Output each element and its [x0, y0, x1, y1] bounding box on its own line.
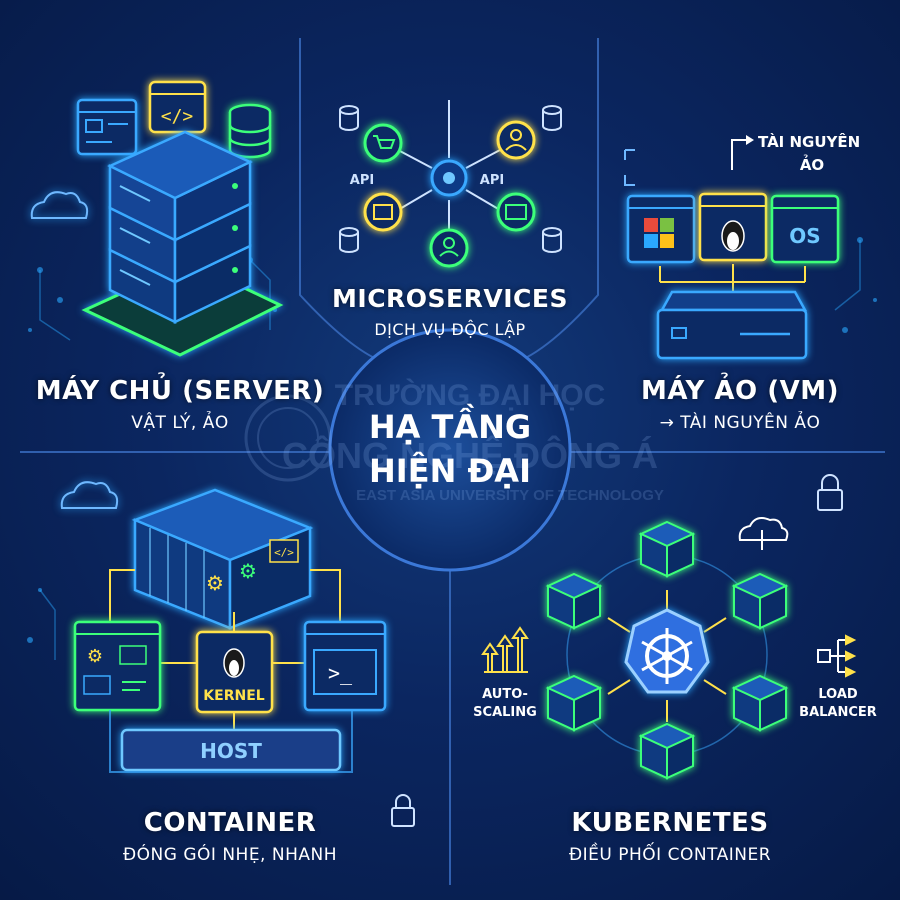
host-bar: HOST	[120, 728, 342, 772]
cluster-arrows	[607, 590, 727, 722]
code-window-icon: </>	[148, 80, 207, 134]
svg-text:</>: </>	[161, 106, 194, 127]
linux-vm-icon	[698, 192, 768, 262]
os-vm-icon: OS	[770, 194, 840, 264]
vm-subtitle: TÀI NGUYÊN ẢO	[680, 413, 821, 433]
lock-icon	[391, 794, 415, 827]
db-icons-micro	[339, 105, 562, 253]
server-quadrant: </>	[30, 80, 284, 357]
database-icon	[542, 105, 562, 131]
cloud-icon	[30, 191, 89, 219]
center-title-line1: HẠ TẦNG	[368, 408, 532, 446]
kubernetes-subtitle: ĐIỀU PHỐI CONTAINER	[568, 845, 772, 865]
server-subtitle: VẬT LÝ, ẢO	[131, 413, 229, 433]
pod-cube-icon	[638, 520, 696, 578]
shipping-container-icon: ⚙ ⚙ </>	[131, 488, 314, 630]
pod-cubes	[545, 520, 789, 780]
physical-host-icon	[656, 290, 808, 360]
database-icon	[542, 227, 562, 253]
focus-corners	[624, 149, 635, 186]
watermark-line2: CÔNG NGHỆ ĐÔNG Á	[282, 434, 658, 476]
database-icon	[339, 227, 359, 253]
pod-cube-icon	[638, 722, 696, 780]
pod-cube-icon	[545, 572, 603, 630]
autoscaling-icon	[481, 626, 529, 673]
kubernetes-quadrant: AUTO- SCALING LOAD BALANCER	[473, 474, 877, 780]
server-title: MÁY CHỦ (SERVER)	[35, 376, 325, 406]
container-subtitle: ĐÓNG GÓI NHẸ, NHANH	[123, 845, 337, 865]
api-gateway-icon	[430, 159, 468, 197]
pod-cube-icon	[731, 674, 789, 732]
browser-window-icon	[76, 98, 138, 156]
load-balancer-icon	[817, 634, 857, 678]
lb-line1: LOAD	[818, 687, 858, 702]
container-frame	[109, 710, 353, 773]
lb-line2: BALANCER	[799, 705, 877, 720]
vm-title: MÁY ẢO (VM)	[641, 376, 839, 406]
vm-callout-line2: ẢO	[800, 153, 824, 174]
payment-service-icon	[496, 192, 536, 232]
host-label: HOST	[200, 739, 262, 763]
vm-callout-line1: TÀI NGUYÊN	[758, 132, 860, 151]
container-links	[109, 569, 341, 732]
arrow-right-icon: →	[659, 413, 681, 433]
svg-text:⚙: ⚙	[206, 571, 224, 595]
service-links	[397, 100, 501, 230]
autoscaling-line1: AUTO-	[482, 687, 528, 702]
microservices-title: MICROSERVICES	[332, 284, 568, 313]
os-label: OS	[789, 224, 820, 248]
center-hub	[328, 328, 572, 572]
windows-vm-icon	[626, 194, 696, 264]
cloud-sync-icon	[738, 517, 789, 550]
kubernetes-title: KUBERNETES	[571, 808, 769, 838]
apps-window-icon: ⚙	[73, 620, 162, 712]
vm-subtitle-row: → TÀI NGUYÊN ẢO	[600, 413, 880, 433]
user-service-icon	[496, 120, 536, 160]
cloud-icon	[60, 481, 119, 509]
svg-text:⚙: ⚙	[239, 559, 257, 583]
watermark: TRƯỜNG ĐẠI HỌC CÔNG NGHỆ ĐÔNG Á EAST ASI…	[244, 378, 664, 504]
center-title: HẠ TẦNG HIỆN ĐẠI	[330, 405, 570, 493]
database-icon	[339, 105, 359, 131]
kubernetes-helm-icon	[624, 608, 710, 694]
callout-arrow	[731, 139, 750, 170]
terminal-window-icon: >_	[303, 620, 387, 712]
watermark-line1: TRƯỜNG ĐẠI HỌC	[335, 378, 605, 412]
center-title-line2: HIỆN ĐẠI	[369, 452, 531, 490]
circuit-lines	[39, 240, 861, 660]
svg-text:</>: </>	[274, 546, 294, 559]
api-label-right: API	[480, 173, 504, 188]
microservices-subtitle: DỊCH VỤ ĐỘC LẬP	[374, 320, 526, 339]
kernel-box: KERNEL	[195, 630, 274, 714]
vm-quadrant: TÀI NGUYÊN ẢO OS	[624, 132, 860, 360]
svg-text:⚙: ⚙	[87, 646, 103, 667]
pod-cube-icon	[731, 572, 789, 630]
cart-service-icon	[363, 123, 403, 163]
autoscaling-line2: SCALING	[473, 705, 537, 720]
container-title: CONTAINER	[143, 808, 317, 838]
terminal-prompt: >_	[328, 661, 353, 685]
container-quadrant: ⚙ ⚙ </> ⚙ KERNEL >	[60, 481, 415, 827]
server-rack-icon	[81, 130, 284, 357]
auth-service-icon	[429, 228, 469, 268]
lock-icon	[817, 474, 843, 511]
api-label-left: API	[350, 173, 374, 188]
watermark-line3: EAST ASIA UNIVERSITY OF TECHNOLOGY	[356, 487, 664, 504]
pod-cube-icon	[545, 674, 603, 732]
microservices-quadrant: API API	[339, 100, 562, 268]
database-icon	[228, 103, 272, 159]
store-service-icon	[363, 192, 403, 232]
kernel-label: KERNEL	[203, 688, 264, 704]
